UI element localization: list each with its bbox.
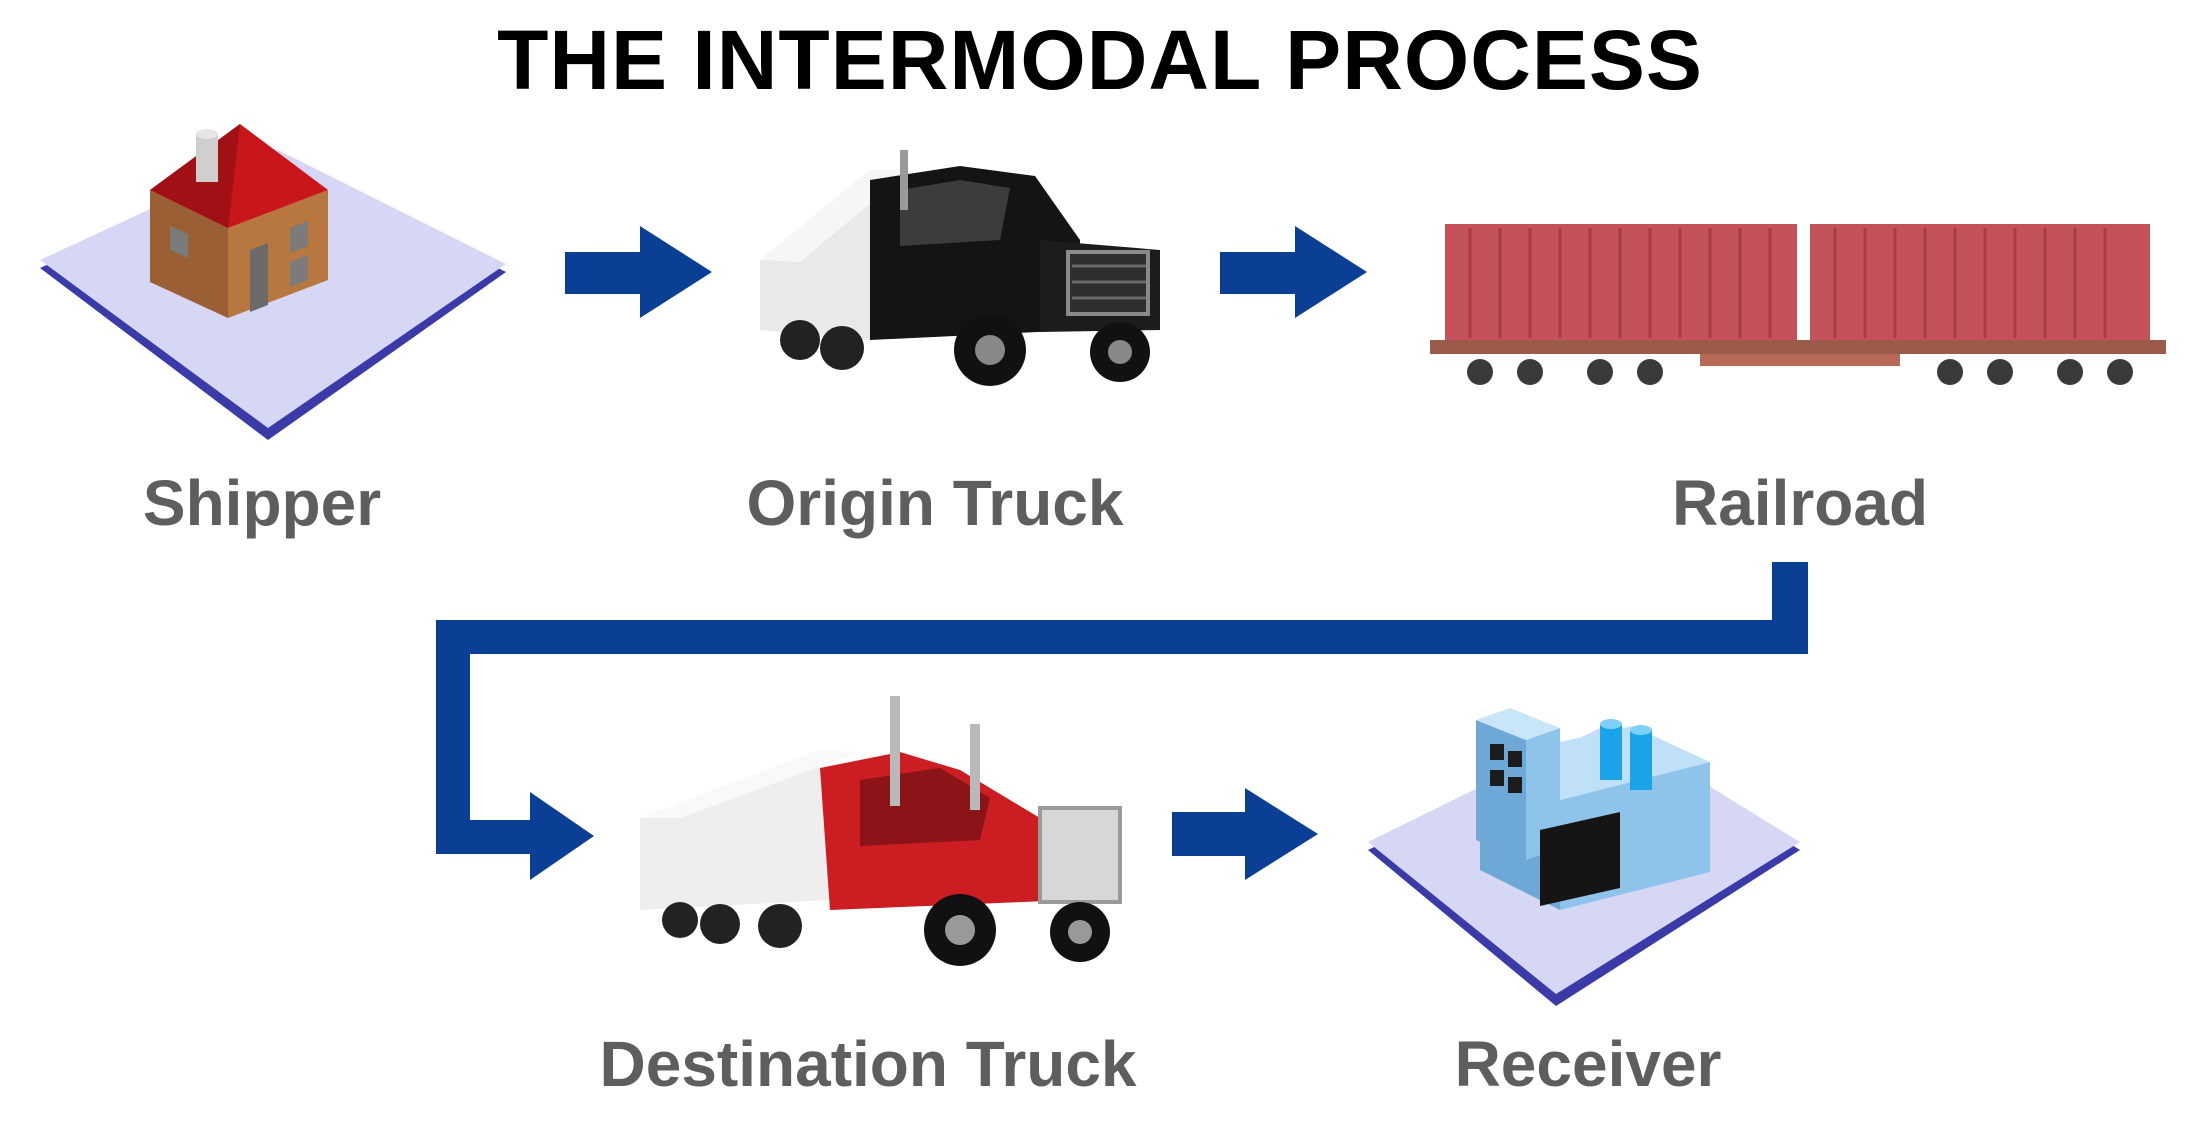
arrow-origin-truck-to-railroad: [1220, 226, 1367, 318]
connector-arrow-railroad-to-destination-truck: [436, 562, 1808, 880]
house-icon: [40, 124, 506, 440]
black-semi-truck-icon: [760, 150, 1160, 386]
step-label-destination-truck: Destination Truck: [600, 1028, 1137, 1100]
red-semi-truck-icon: [640, 696, 1122, 966]
factory-icon: [1368, 708, 1800, 1006]
arrow-shipper-to-origin-truck: [565, 226, 712, 318]
rail-container-car-icon: [1430, 224, 2166, 385]
step-label-receiver: Receiver: [1455, 1028, 1722, 1100]
step-label-shipper: Shipper: [143, 467, 381, 539]
step-label-origin-truck: Origin Truck: [747, 467, 1124, 539]
arrow-destination-truck-to-receiver: [1172, 788, 1318, 880]
step-label-railroad: Railroad: [1672, 467, 1928, 539]
page-title: THE INTERMODAL PROCESS: [497, 13, 1703, 107]
